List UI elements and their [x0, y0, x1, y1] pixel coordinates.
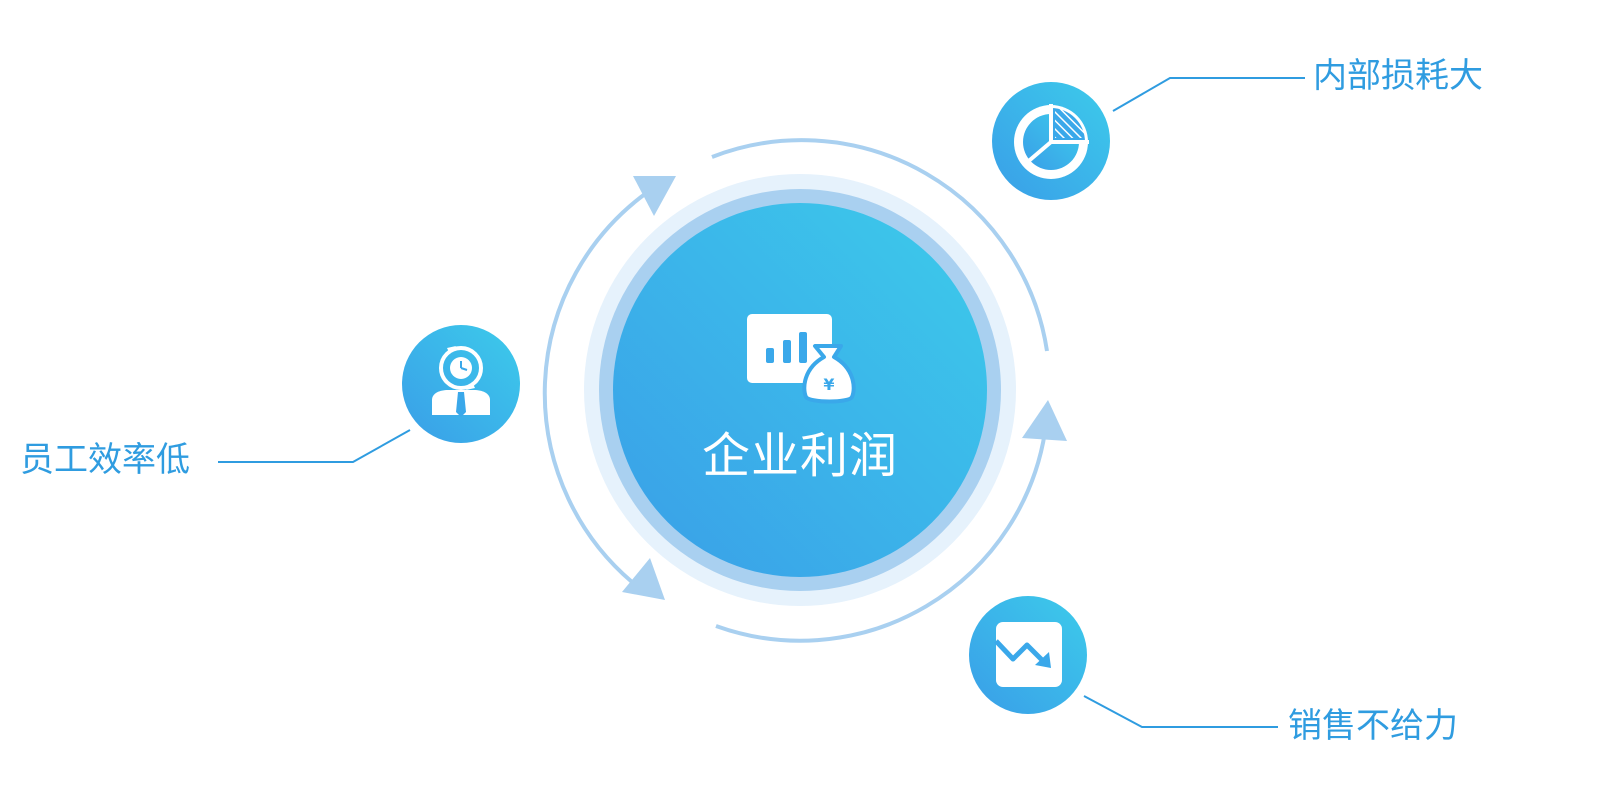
svg-text:¥: ¥ [823, 375, 834, 394]
connector-sales [1083, 695, 1278, 728]
cycle-arc-top [711, 138, 1049, 352]
arrowhead-right [1022, 400, 1067, 441]
pie-chart-icon [1014, 104, 1089, 179]
connector-internal [1112, 77, 1305, 112]
cycle-arrows [542, 138, 1067, 643]
center-circle [613, 203, 987, 577]
node-label-internal: 内部损耗大 [1313, 56, 1483, 96]
node-staff [218, 325, 520, 463]
trend-down-icon [994, 622, 1062, 687]
chart-money-bag-icon: ¥ [747, 314, 856, 404]
employee-clock-icon [432, 346, 490, 417]
node-label-staff: 员工效率低 [20, 440, 190, 480]
node-staff-circle [402, 325, 520, 443]
cycle-arc-left [542, 192, 647, 584]
node-internal [992, 77, 1305, 200]
node-label-sales: 销售不给力 [1288, 706, 1458, 746]
connector-staff [218, 429, 411, 463]
arrowhead-top-left [633, 176, 676, 216]
node-sales [969, 596, 1278, 728]
center-hub: ¥ [584, 174, 1016, 606]
center-title: 企业利润 [701, 428, 898, 484]
arrowhead-bottom-left [622, 558, 665, 600]
cycle-arc-right [715, 431, 1047, 643]
